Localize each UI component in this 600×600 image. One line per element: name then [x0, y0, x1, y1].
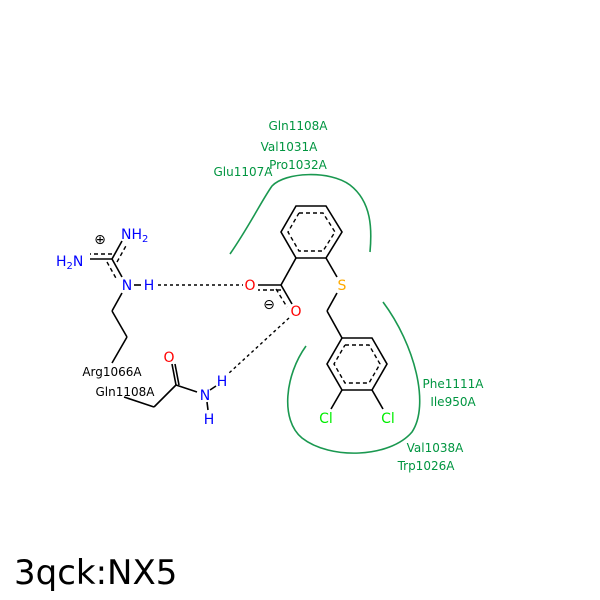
bond — [171, 363, 177, 386]
hydrogen-bond-gln — [227, 317, 290, 375]
atom-nh2: NH2 — [121, 227, 148, 245]
bond — [280, 284, 293, 305]
bond — [175, 384, 198, 393]
residue-label-hydrophobic: Val1031A — [261, 140, 319, 154]
atom-o2: O — [290, 304, 301, 320]
atom-o-gln: O — [163, 350, 174, 366]
bond — [206, 401, 209, 411]
residue-label-arg: Arg1066A — [82, 365, 142, 379]
bond — [111, 336, 128, 364]
negative-charge: ⊖ — [263, 297, 275, 313]
benzene-ring-1 — [280, 205, 343, 259]
bond — [106, 261, 118, 281]
bond — [174, 363, 180, 386]
residue-label-gln: Gln1108A — [96, 385, 156, 399]
atom-h-arg: H — [144, 278, 155, 294]
bond — [116, 243, 128, 263]
benzene-ring-2 — [326, 337, 388, 391]
bond — [153, 384, 177, 408]
atom-n-gln: N — [200, 388, 210, 404]
atom-cl1: Cl — [319, 411, 333, 427]
diagram-title: 3qck:NX5 — [14, 553, 177, 593]
atom-h2n: H2N — [56, 254, 83, 272]
bond — [326, 292, 338, 312]
bond — [330, 389, 343, 410]
bond — [325, 257, 338, 278]
atom-n-arg: N — [122, 278, 132, 294]
residue-label-hydrophobic: Pro1032A — [269, 158, 328, 172]
bond — [371, 389, 384, 410]
bond — [111, 240, 123, 260]
atom-cl2: Cl — [381, 411, 395, 427]
hydrophobic-arc-bottom — [286, 301, 421, 454]
bond — [111, 292, 123, 312]
residue-label-hydrophobic: Ile950A — [430, 395, 476, 409]
bond — [280, 257, 297, 286]
bond — [209, 385, 217, 391]
bond — [326, 310, 343, 339]
residue-label-hydrophobic: Glu1107A — [214, 165, 274, 179]
bond — [111, 310, 128, 338]
residue-label-hydrophobic: Phe1111A — [423, 377, 485, 391]
bond — [111, 258, 123, 278]
bond — [275, 288, 288, 308]
residue-label-hydrophobic: Val1038A — [407, 441, 465, 455]
atom-h-gln-1: H — [217, 374, 228, 390]
atom-h-gln-2: H — [204, 412, 215, 428]
atom-o1: O — [244, 278, 255, 294]
bond — [123, 396, 155, 408]
residue-label-hydrophobic: Gln1108A — [269, 119, 329, 133]
positive-charge: ⊕ — [94, 232, 106, 248]
hydrophobic-arc-top — [229, 173, 372, 255]
atom-s: S — [338, 278, 347, 294]
residue-label-hydrophobic: Trp1026A — [397, 459, 456, 473]
